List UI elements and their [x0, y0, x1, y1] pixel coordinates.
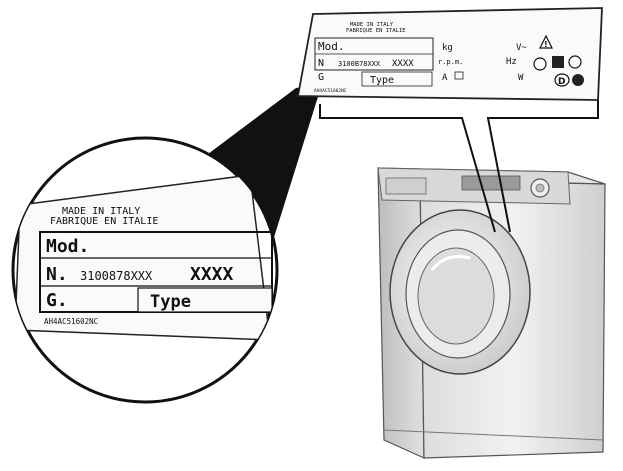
top-serial-suffix: XXXX — [392, 59, 414, 69]
zoom-made-in-line2: FABRIQUE EN ITALIE — [50, 216, 158, 227]
top-serial-number: 3100B78XXX — [338, 60, 381, 68]
zoom-serial-suffix: XXXX — [190, 264, 234, 285]
top-g-label: G — [318, 72, 324, 83]
zoom-made-in-line1: MADE IN ITALY — [62, 206, 140, 217]
top-rating-plate: MADE IN ITALY FABRIQUE EN ITALIE Mod. N … — [296, 7, 603, 101]
detergent-drawer — [385, 177, 427, 195]
recycle-mark-icon — [568, 55, 582, 69]
top-serial-prefix: N — [318, 58, 324, 69]
d-mark-icon — [554, 73, 570, 87]
zoom-magnifier: MADE IN ITALY FABRIQUE EN ITALIE Mod. N.… — [11, 136, 279, 404]
door-glass — [417, 247, 495, 345]
warning-triangle-icon — [539, 34, 553, 49]
zoom-model-label: Mod. — [46, 236, 89, 257]
cert-mark-icon — [533, 57, 547, 71]
top-barcode-text: AH4AC51602NC — [314, 88, 347, 94]
top-made-in-line1: MADE IN ITALY — [350, 22, 394, 28]
connector-line-2 — [486, 100, 599, 233]
top-rpm-label: r.p.m. — [438, 58, 463, 66]
top-v-label: V~ — [516, 43, 527, 53]
d-mark-letter: D — [558, 77, 565, 87]
top-kg-label: kg — [442, 43, 453, 53]
zoomed-label: MADE IN ITALY FABRIQUE EN ITALIE Mod. N.… — [14, 174, 273, 341]
top-hz-label: Hz — [506, 57, 517, 67]
connector-line — [319, 104, 496, 233]
display-window — [461, 175, 521, 191]
top-type-label: Type — [370, 75, 394, 86]
top-made-in-line2: FABRIQUE EN ITALIE — [346, 28, 406, 34]
top-w-label: W — [518, 73, 524, 83]
callout-wedge — [200, 84, 322, 250]
zoom-barcode-text: AH4AC51602NC — [44, 317, 98, 326]
zoom-g-label: G. — [46, 290, 68, 311]
safety-mark-icon — [572, 74, 584, 86]
top-a-label: A — [442, 73, 448, 83]
zoom-serial-prefix: N. — [46, 264, 68, 285]
zoom-serial-number: 3100878XXX — [80, 269, 153, 283]
washing-machine — [377, 167, 606, 459]
warning-mark: ! — [544, 40, 548, 49]
energy-mark-icon — [552, 56, 564, 68]
top-model-label: Mod. — [318, 40, 345, 53]
zoom-type-label: Type — [150, 292, 191, 312]
